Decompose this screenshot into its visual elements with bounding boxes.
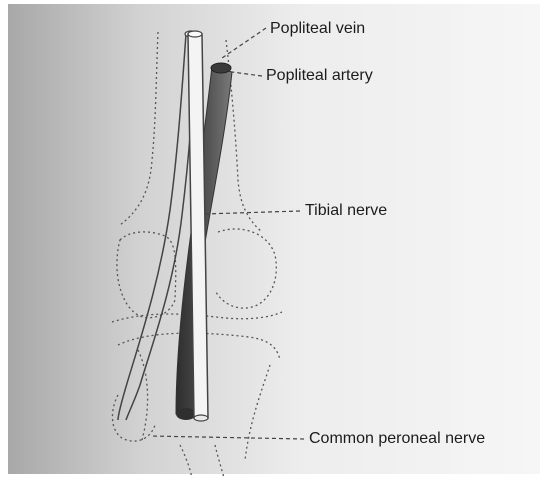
artery-top-cap xyxy=(211,63,231,73)
artery-bottom-cap xyxy=(176,408,196,420)
popliteal-vein-label: Popliteal vein xyxy=(270,20,365,38)
common-peroneal-nerve-label: Common peroneal nerve xyxy=(309,430,485,448)
nerve-bottom-cap xyxy=(194,415,208,421)
popliteal-artery-label: Popliteal artery xyxy=(266,67,373,85)
nerve-top-cap xyxy=(188,31,202,37)
tibial-nerve-label: Tibial nerve xyxy=(305,202,387,220)
